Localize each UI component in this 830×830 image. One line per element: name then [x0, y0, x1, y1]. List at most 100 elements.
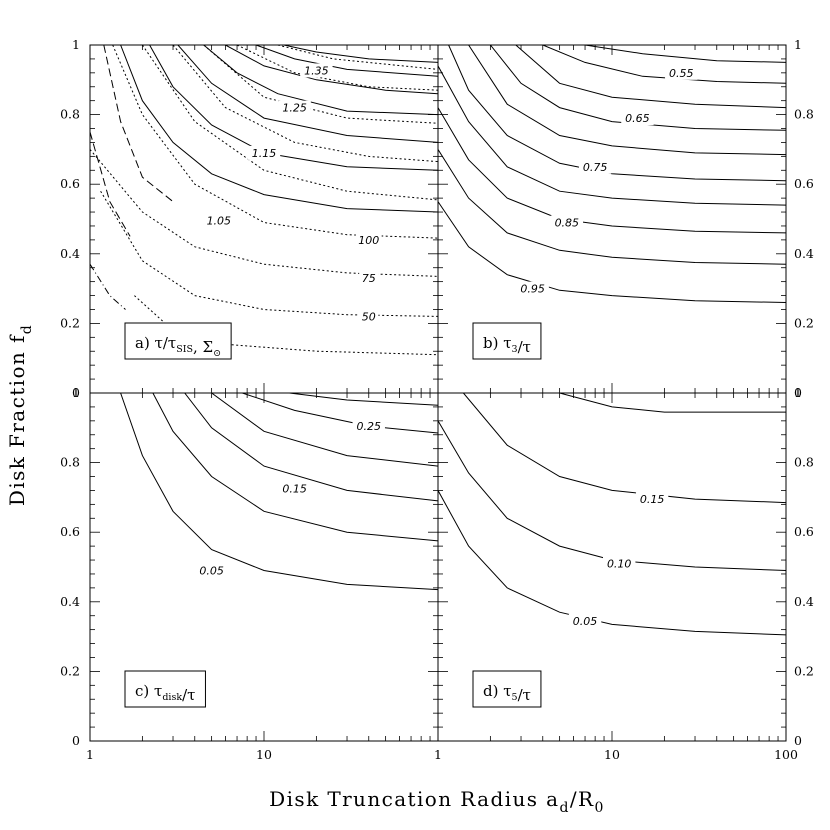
- y-tick-label-right: 1: [794, 385, 802, 400]
- solid-contour-1.10: [149, 45, 438, 171]
- x-axis-title-sub-r: 0: [595, 800, 605, 816]
- panel-label-text-b: b) τ3/τ: [483, 334, 531, 356]
- contour-label-bg: [278, 100, 311, 115]
- dotted-contour-75: [90, 149, 438, 277]
- contour-label-1.05: 1.05: [207, 215, 232, 228]
- solid-contour-0.55: [542, 45, 786, 84]
- contour-label-0.85: 0.85: [555, 216, 580, 229]
- panel-label-d: d) τ5/τ: [472, 670, 542, 708]
- y-tick-label-left: 0.8: [60, 455, 80, 470]
- x-tick-label: 1: [86, 747, 94, 762]
- y-tick-label-right: 0.6: [794, 524, 814, 539]
- panel-d-frame: [437, 392, 787, 742]
- solid-contour-0.05: [438, 490, 786, 636]
- contour-label-bg: [635, 492, 669, 507]
- y-tick-label-right: 0.8: [794, 107, 814, 122]
- contour-label-0.25: 0.25: [357, 420, 382, 433]
- dashed-contour-0: [103, 45, 174, 202]
- x-tick-label: 100: [774, 747, 798, 762]
- solid-contour-0.70: [468, 45, 786, 156]
- solid-contour-1.35: [283, 45, 438, 63]
- contour-label-0.55: 0.55: [669, 67, 694, 80]
- panel-label-text-a: a) τ/τSIS, Σ⊙: [135, 334, 221, 359]
- solid-contour-0.60: [515, 45, 786, 109]
- dotted-contour-125: [141, 45, 438, 201]
- contour-label-0.15: 0.15: [640, 493, 665, 506]
- solid-contour-1.20: [203, 45, 438, 116]
- y-tick-label-left: 0.6: [60, 524, 80, 539]
- x-axis: 1 10 1 10 100: [86, 747, 798, 762]
- contour-label-0.10: 0.10: [607, 558, 632, 571]
- panel-label-box-a: [124, 322, 232, 360]
- solid-contour-0.95: [438, 201, 786, 303]
- solid-contour-1.05: [120, 45, 438, 213]
- contour-label-1.15: 1.15: [252, 147, 277, 160]
- solid-contour-0.65: [490, 45, 786, 131]
- y-tick-label-left: 1: [72, 37, 80, 52]
- x-axis-title-slash: /R: [570, 787, 595, 811]
- contour-label-0.75: 0.75: [583, 161, 608, 174]
- contour-label-0.65: 0.65: [625, 112, 650, 125]
- contour-label-bg: [247, 145, 281, 160]
- contour-label-1.25: 1.25: [282, 102, 307, 115]
- contour-label-0.95: 0.95: [520, 283, 545, 296]
- y-axis-title-sub: d: [19, 324, 35, 334]
- contour-label-bg: [195, 563, 228, 578]
- contour-label-bg: [621, 111, 654, 126]
- x-tick-label: 10: [256, 747, 272, 762]
- y-tick-label-right: 0.2: [794, 663, 814, 678]
- y-tick-label-right: 0.4: [794, 246, 814, 261]
- solid-contour-0.15: [463, 393, 786, 504]
- panel-label-box-c: [124, 670, 206, 708]
- y-tick-label-right: 0: [794, 385, 802, 400]
- x-axis-title: Disk Truncation Radius ad/R0: [269, 787, 605, 816]
- contour-label-0.05: 0.05: [573, 615, 598, 628]
- solid-contour-1.15: [177, 45, 438, 143]
- solid-contour-0.30: [289, 393, 438, 406]
- dashdot-contour-0: [90, 263, 126, 310]
- solid-contour-0.90: [438, 149, 786, 265]
- y-tick-label-left: 0.6: [60, 176, 80, 191]
- y-tick-label-right: 1: [794, 37, 802, 52]
- contour-label-bg: [568, 613, 602, 628]
- panel-d-plot-area: 0.15 0.10 0.05: [438, 393, 786, 636]
- contour-label-bg: [359, 271, 379, 286]
- contour-label-75: 75: [362, 272, 376, 285]
- contour-label-bg: [359, 309, 379, 324]
- solid-contour-0.75: [448, 45, 786, 182]
- solid-contour-0.85: [438, 107, 786, 234]
- y-tick-label-right: 0: [794, 733, 802, 748]
- contour-label-bg: [300, 63, 333, 78]
- dotted-contour-100: [112, 45, 438, 239]
- y-tick-label-left: 0.4: [60, 246, 80, 261]
- contour-label-bg: [665, 65, 698, 80]
- x-tick-label: 10: [604, 747, 620, 762]
- contour-label-0.15: 0.15: [282, 483, 307, 496]
- panel-label-c: c) τdisk/τ: [124, 670, 206, 708]
- panel-d: 0.15 0.10 0.05 d) τ5/τ: [437, 392, 787, 742]
- contour-label-bg: [578, 159, 612, 174]
- panel-c-plot-area: 0.050.150.25: [120, 393, 438, 591]
- dotted-contour-175: [203, 45, 438, 124]
- panel-label-a: a) τ/τSIS, Σ⊙: [124, 322, 232, 360]
- y-axis-title: Disk Fraction fd: [5, 324, 35, 506]
- y-tick-label-left: 0.2: [60, 315, 80, 330]
- y-tick-label-left: 0: [72, 733, 80, 748]
- solid-contour-0.05: [120, 393, 438, 591]
- y-tick-label-left: 0.8: [60, 107, 80, 122]
- dotted-contour-50: [100, 190, 438, 317]
- solid-contour-0.10: [152, 393, 438, 542]
- panel-c: 0.050.150.25c) τdisk/τ: [89, 392, 439, 742]
- contour-label-bg: [516, 281, 549, 296]
- y-tick-label-left: 1: [72, 385, 80, 400]
- x-tick-label: 1: [434, 747, 442, 762]
- solid-contour-0.80: [438, 65, 786, 206]
- x-axis-title-sub-a: d: [560, 800, 570, 816]
- contour-label-100: 100: [358, 234, 379, 247]
- panel-label-box-d: [472, 670, 542, 708]
- dotted-contour-150: [172, 45, 438, 163]
- panel-label-b: b) τ3/τ: [472, 322, 542, 360]
